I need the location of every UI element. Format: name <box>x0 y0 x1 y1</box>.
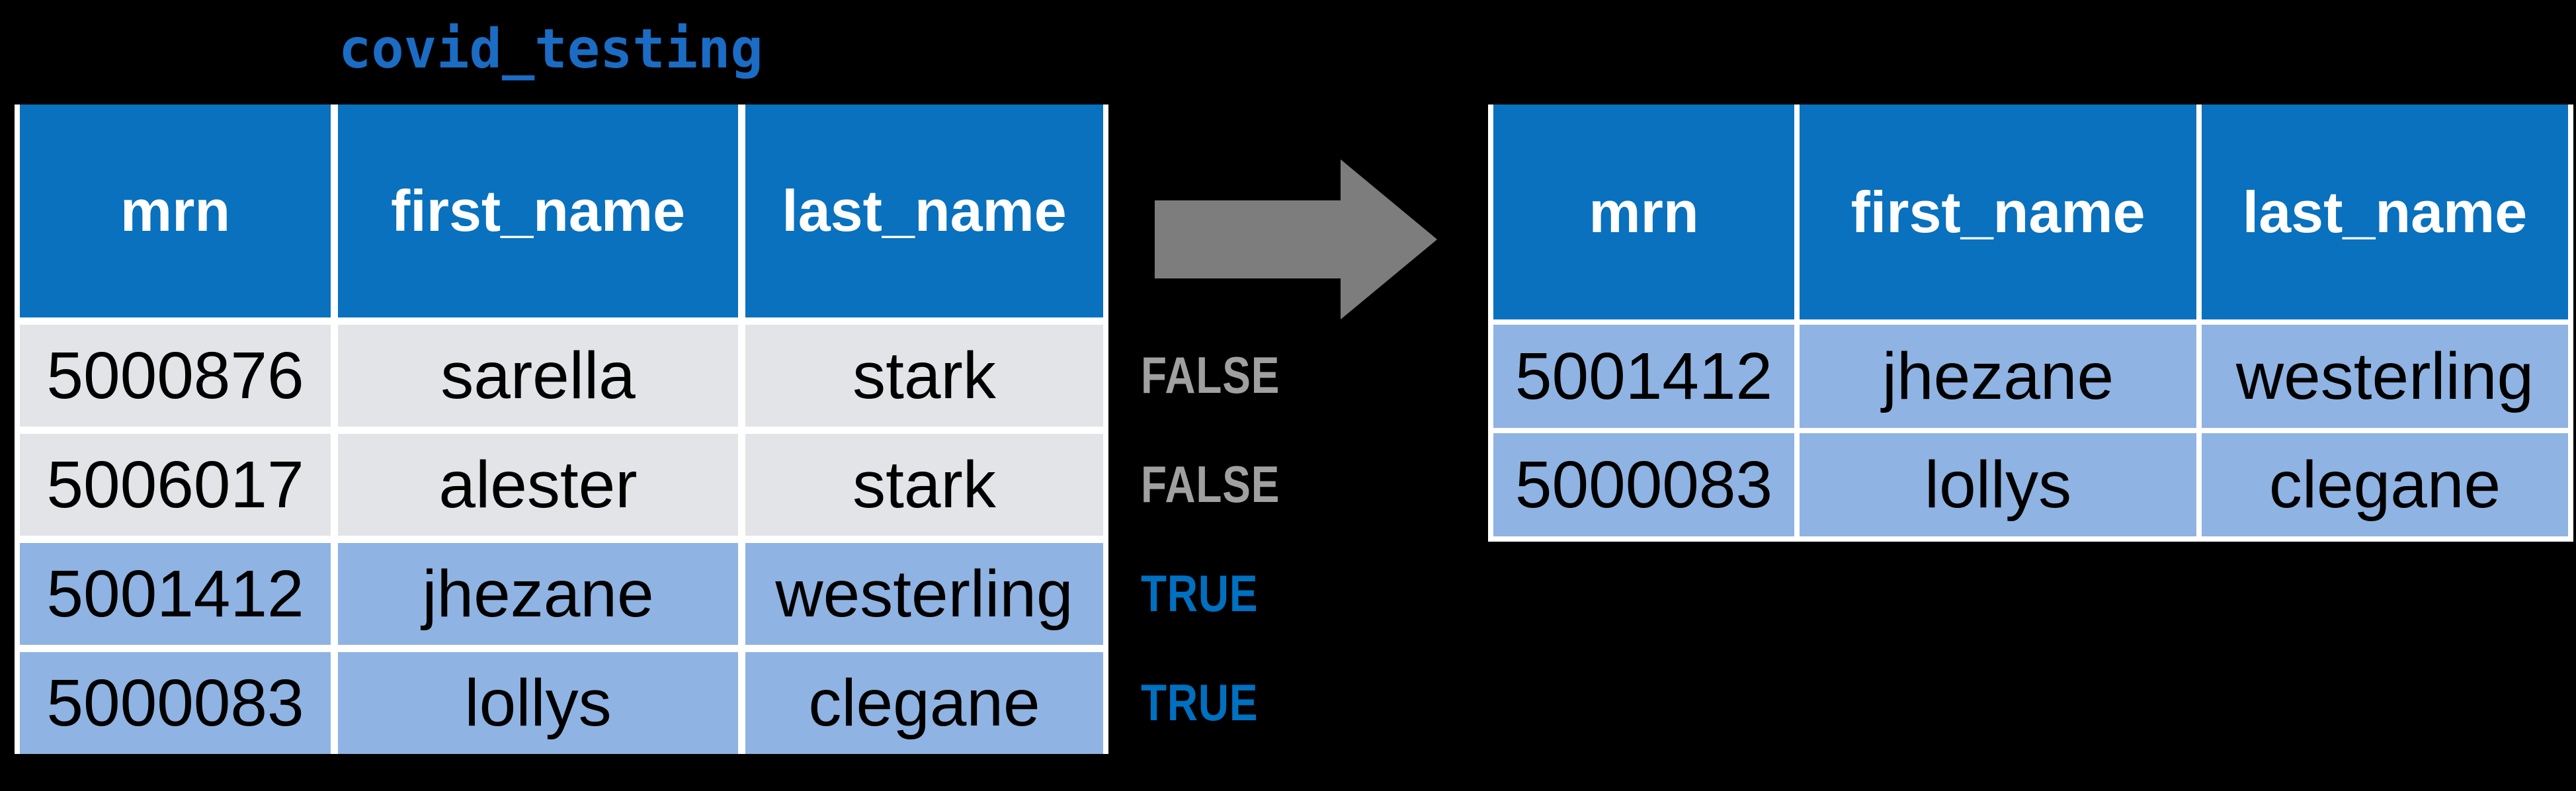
cell-mrn: 5001412 <box>1493 325 1794 428</box>
filter-flag-false: FALSE <box>1141 454 1280 513</box>
cell-first-name: sarella <box>338 325 738 427</box>
column-header-first-name: first_name <box>338 104 738 317</box>
cell-last-name: westerling <box>745 543 1103 645</box>
cell-last-name: clegane <box>745 652 1103 754</box>
filter-flag-true: TRUE <box>1141 673 1259 731</box>
cell-last-name: westerling <box>2202 325 2568 428</box>
column-header-mrn: mrn <box>20 104 331 317</box>
cell-last-name: clegane <box>2202 433 2568 536</box>
column-header-first-name: first_name <box>1800 104 2196 319</box>
cell-first-name: jhezane <box>338 543 738 645</box>
filter-flag-true: TRUE <box>1141 563 1259 622</box>
cell-first-name: lollys <box>1800 433 2196 536</box>
column-header-last-name: last_name <box>745 104 1103 317</box>
cell-first-name: alester <box>338 434 738 536</box>
right-arrow-icon <box>1155 159 1437 319</box>
column-header-last-name: last_name <box>2202 104 2568 319</box>
cell-last-name: stark <box>745 434 1103 536</box>
cell-mrn: 5006017 <box>20 434 331 536</box>
cell-mrn: 5000083 <box>1493 433 1794 536</box>
cell-first-name: lollys <box>338 652 738 754</box>
cell-mrn: 5000083 <box>20 652 331 754</box>
filter-flag-false: FALSE <box>1141 345 1280 404</box>
table-title: covid_testing <box>339 18 763 81</box>
cell-first-name: jhezane <box>1800 325 2196 428</box>
filtered-result-table: mrn first_name last_name 5001412 jhezane… <box>1488 104 2573 542</box>
cell-last-name: stark <box>745 325 1103 427</box>
cell-mrn: 5000876 <box>20 325 331 427</box>
column-header-mrn: mrn <box>1493 104 1794 319</box>
cell-mrn: 5001412 <box>20 543 331 645</box>
covid-testing-table: mrn first_name last_name 5000876 sarella… <box>15 104 1108 754</box>
